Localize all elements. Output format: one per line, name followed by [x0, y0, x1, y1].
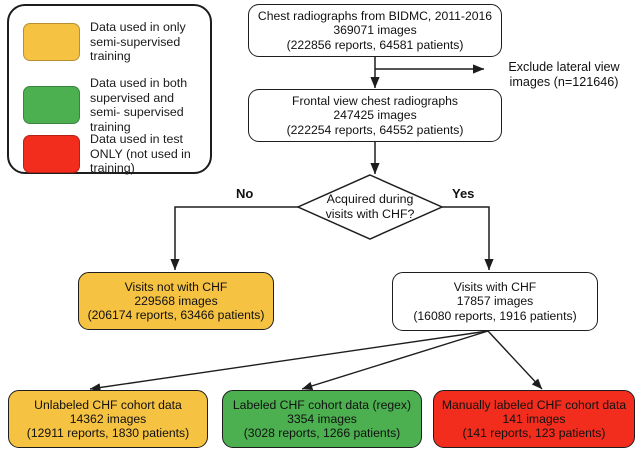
node-line: 17857 images: [456, 294, 534, 309]
legend-swatch-yellow: [23, 22, 80, 61]
annotation-line: (n=121646): [553, 75, 619, 90]
legend-line: Data used in both: [90, 76, 188, 90]
legend-line: Data used in test ONLY: [90, 132, 183, 161]
node-line: 369071 images: [333, 23, 417, 38]
legend-line: (not used in training): [90, 146, 191, 176]
node-decision-chf-visit: Acquired during visits with CHF?: [298, 175, 442, 239]
annotation-line: Exclude lateral view images: [508, 60, 620, 90]
decision-label: Acquired during visits with CHF?: [298, 175, 442, 239]
legend-panel: Data used in only semi-supervised traini…: [7, 4, 212, 176]
edge-chf-to-unlabeled: [89, 330, 489, 392]
legend-label-test-only: Data used in test ONLY (not used in trai…: [90, 132, 205, 176]
edge-chf-to-labeled-regex: [301, 330, 489, 391]
node-visits-not-with-chf: Visits not with CHF 229568 images (20617…: [78, 272, 274, 330]
legend-line: semi-supervised: [90, 34, 181, 49]
node-line: (16080 reports, 1916 patients): [413, 308, 577, 323]
legend-swatch-green: [23, 86, 80, 124]
edge-no-branch: [170, 206, 298, 271]
node-unlabeled-chf-cohort: Unlabeled CHF cohort data 14362 images (…: [8, 390, 208, 448]
legend-label-semi-supervised: Data used in only semi-supervised traini…: [90, 20, 205, 64]
node-line: Chest radiographs from BIDMC, 2011-2016: [257, 9, 493, 24]
node-line: (3028 reports, 1266 patients): [243, 426, 401, 441]
node-line: Labeled CHF cohort data (regex): [232, 397, 412, 412]
edge-label-no: No: [236, 186, 254, 201]
edge-yes-branch: [442, 206, 494, 271]
node-line: (12911 reports, 1830 patients): [26, 426, 190, 441]
legend-item-test-only: Data used in test ONLY (not used in trai…: [23, 132, 205, 176]
node-line: Frontal view chest radiographs: [292, 94, 458, 109]
decision-line: Acquired during: [326, 192, 414, 207]
node-line: 229568 images: [134, 293, 218, 308]
legend-line: supervised training: [90, 105, 184, 134]
legend-line: Data used in only: [90, 20, 186, 34]
annotation-exclude-lateral: Exclude lateral view images (n=121646): [489, 60, 639, 90]
node-labeled-chf-cohort-regex: Labeled CHF cohort data (regex) 3354 ima…: [222, 390, 422, 448]
node-line: (222856 reports, 64581 patients): [286, 37, 464, 52]
legend-line: training: [90, 49, 131, 63]
legend-label-supervised-and-semi: Data used in both supervised and semi- s…: [90, 76, 205, 134]
legend-item-supervised-and-semi: Data used in both supervised and semi- s…: [23, 76, 205, 134]
node-line: Visits not with CHF: [124, 279, 228, 294]
node-line: (222254 reports, 64552 patients): [286, 122, 464, 137]
node-line: (206174 reports, 63466 patients): [87, 308, 265, 323]
legend-swatch-red: [23, 134, 80, 173]
node-visits-with-chf: Visits with CHF 17857 images (16080 repo…: [392, 272, 598, 331]
node-line: 247425 images: [333, 108, 417, 123]
node-line: Unlabeled CHF cohort data: [34, 397, 182, 412]
node-source-radiographs: Chest radiographs from BIDMC, 2011-2016 …: [248, 4, 502, 57]
node-line: 14362 images: [69, 411, 147, 426]
node-line: 141 images: [502, 411, 566, 426]
node-line: Visits with CHF: [453, 280, 537, 295]
node-line: 3354 images: [287, 411, 357, 426]
node-line: (141 reports, 123 patients): [462, 426, 606, 441]
edge-label-yes: Yes: [452, 186, 475, 201]
legend-line: supervised and semi-: [90, 90, 175, 120]
legend-item-semi-supervised: Data used in only semi-supervised traini…: [23, 20, 205, 64]
node-line: Manually labeled CHF cohort data: [441, 397, 627, 412]
node-frontal-radiographs: Frontal view chest radiographs 247425 im…: [248, 89, 502, 142]
node-manually-labeled-chf-cohort: Manually labeled CHF cohort data 141 ima…: [433, 390, 635, 448]
decision-line: visits with CHF?: [325, 207, 415, 221]
edge-chf-to-manual: [487, 330, 543, 390]
